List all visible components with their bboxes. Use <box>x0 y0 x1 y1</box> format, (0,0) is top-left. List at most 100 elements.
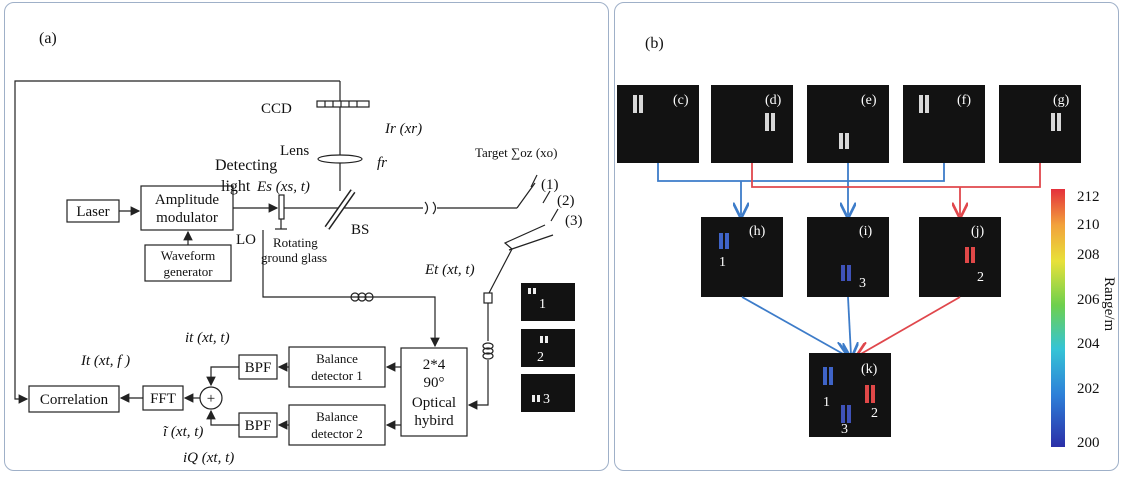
ir-label: Ir (xr) <box>384 121 422 137</box>
echo-path <box>488 224 546 294</box>
thumbnail-1-number: 1 <box>539 297 546 312</box>
tile-d: (d) <box>711 85 793 163</box>
merge-connectors <box>741 296 961 355</box>
cbar-tick-202: 202 <box>1077 381 1100 397</box>
hybrid-label-1: 2*4 <box>423 357 446 373</box>
tile-e-label: (e) <box>861 93 877 108</box>
tile-i-number: 3 <box>859 276 866 291</box>
bpf2-to-sum <box>206 409 239 426</box>
bpf-1-label: BPF <box>245 360 272 376</box>
tile-h: (h) 1 <box>701 217 783 297</box>
bd1-label-2: detector 1 <box>311 368 363 383</box>
blue-connectors-top <box>657 163 945 215</box>
system-diagram: (a) CCD Ir (xr) Lens fr Laser Amplitude … <box>14 30 583 466</box>
tile-k-label: (k) <box>861 362 878 377</box>
thumbnail-3: 3 <box>521 374 575 412</box>
thumbnail-2: 2 <box>521 329 575 367</box>
tile-k: (k) 1 2 3 <box>809 353 891 437</box>
tile-e: (e) <box>807 85 889 163</box>
panel-a: (a) CCD Ir (xr) Lens fr Laser Amplitude … <box>4 2 609 471</box>
tile-j-number: 2 <box>977 270 984 285</box>
laser-label: Laser <box>76 204 109 220</box>
sum-symbol: + <box>207 391 215 407</box>
lo-label: LO <box>236 232 256 248</box>
bd1-label-1: Balance <box>316 351 358 366</box>
cbar-tick-204: 204 <box>1077 336 1100 352</box>
distance-break <box>424 201 437 215</box>
rotating-ground-glass <box>275 194 287 230</box>
beam-splitter <box>324 189 356 230</box>
tile-c: (c) <box>617 85 699 163</box>
red-connectors-top <box>751 163 1041 215</box>
tile-j: (j) 2 <box>919 217 1001 297</box>
lo-fiber <box>262 230 397 298</box>
rotating-label-2: ground glass <box>261 250 327 265</box>
cbar-tick-208: 208 <box>1077 247 1100 263</box>
amplitude-modulator-box <box>140 185 234 231</box>
ccd <box>316 100 370 108</box>
amp-label-1: Amplitude <box>155 192 220 208</box>
tile-k-number-2: 2 <box>871 406 878 421</box>
detecting-label-2: light <box>221 178 251 195</box>
thumbnail-3-number: 3 <box>543 392 550 407</box>
lens-label: Lens <box>280 143 309 159</box>
bpf-1-box <box>238 354 278 380</box>
It-label: It (xt, f ) <box>80 353 130 369</box>
colorbar-ticks: 212 210 208 206 204 202 200 <box>1077 189 1100 451</box>
correlation-label: Correlation <box>40 392 109 408</box>
detecting-label-1: Detecting <box>215 157 277 174</box>
tile-i-label: (i) <box>859 224 873 239</box>
tile-f: (f) <box>903 85 985 163</box>
hybrid-label-3: Optical <box>412 395 456 411</box>
receive-collimator <box>483 292 493 304</box>
panel-b: (b) (c) (d) (e) (f) (g) <box>614 2 1119 471</box>
hybrid-label-4: hybird <box>414 413 454 429</box>
fft-label: FFT <box>150 391 176 407</box>
bpf1-to-sum <box>206 366 239 387</box>
lo-into-hybrid <box>397 296 440 348</box>
es-label: Es (xs, t) <box>256 179 310 195</box>
lens <box>317 154 363 164</box>
wave-label-1: Waveform <box>161 248 216 263</box>
it-label: it (xt, t) <box>185 330 230 346</box>
itilde-label: ĩ (xt, t) <box>163 424 203 440</box>
cbar-tick-206: 206 <box>1077 292 1100 308</box>
target-1-label: (1) <box>541 177 559 193</box>
cbar-tick-212: 212 <box>1077 189 1100 205</box>
tile-i: (i) 3 <box>807 217 889 297</box>
balance-detector-2-box <box>288 404 386 446</box>
fft-box <box>142 385 184 411</box>
ccd-label: CCD <box>261 101 292 117</box>
amp-label-2: modulator <box>156 210 218 226</box>
bd2-label-1: Balance <box>316 409 358 424</box>
target-label: Target ∑oz (xo) <box>475 145 557 160</box>
colorbar <box>1051 189 1065 447</box>
tile-f-label: (f) <box>957 93 971 108</box>
panel-a-label: (a) <box>39 30 57 47</box>
bpf-2-label: BPF <box>245 418 272 434</box>
tile-g: (g) <box>999 85 1081 163</box>
target-2-label: (2) <box>557 193 575 209</box>
tile-k-number-1: 1 <box>823 395 830 410</box>
iq-label: iQ (xt, t) <box>183 450 234 466</box>
echo-path-2 <box>508 234 554 251</box>
colorbar-label: Range/m <box>1101 277 1117 331</box>
fr-label: fr <box>377 155 387 171</box>
feedback-line <box>14 80 340 404</box>
tile-c-label: (c) <box>673 93 689 108</box>
receive-fiber-coil <box>482 342 494 360</box>
thumbnail-2-number: 2 <box>537 350 544 365</box>
tile-d-label: (d) <box>765 93 782 108</box>
bd2-label-2: detector 2 <box>311 426 363 441</box>
signal-into-hybrid <box>467 360 489 410</box>
tile-k-number-3: 3 <box>841 422 848 437</box>
thumbnail-1: 1 <box>521 283 575 321</box>
tile-h-label: (h) <box>749 224 766 239</box>
bs-label: BS <box>351 222 369 238</box>
range-reconstruction: (b) (c) (d) (e) (f) (g) <box>617 35 1117 451</box>
optical-hybrid-box <box>400 347 468 437</box>
et-label: Et (xt, t) <box>424 262 475 278</box>
targets <box>516 174 559 222</box>
cbar-tick-200: 200 <box>1077 435 1100 451</box>
tile-j-label: (j) <box>971 224 985 239</box>
